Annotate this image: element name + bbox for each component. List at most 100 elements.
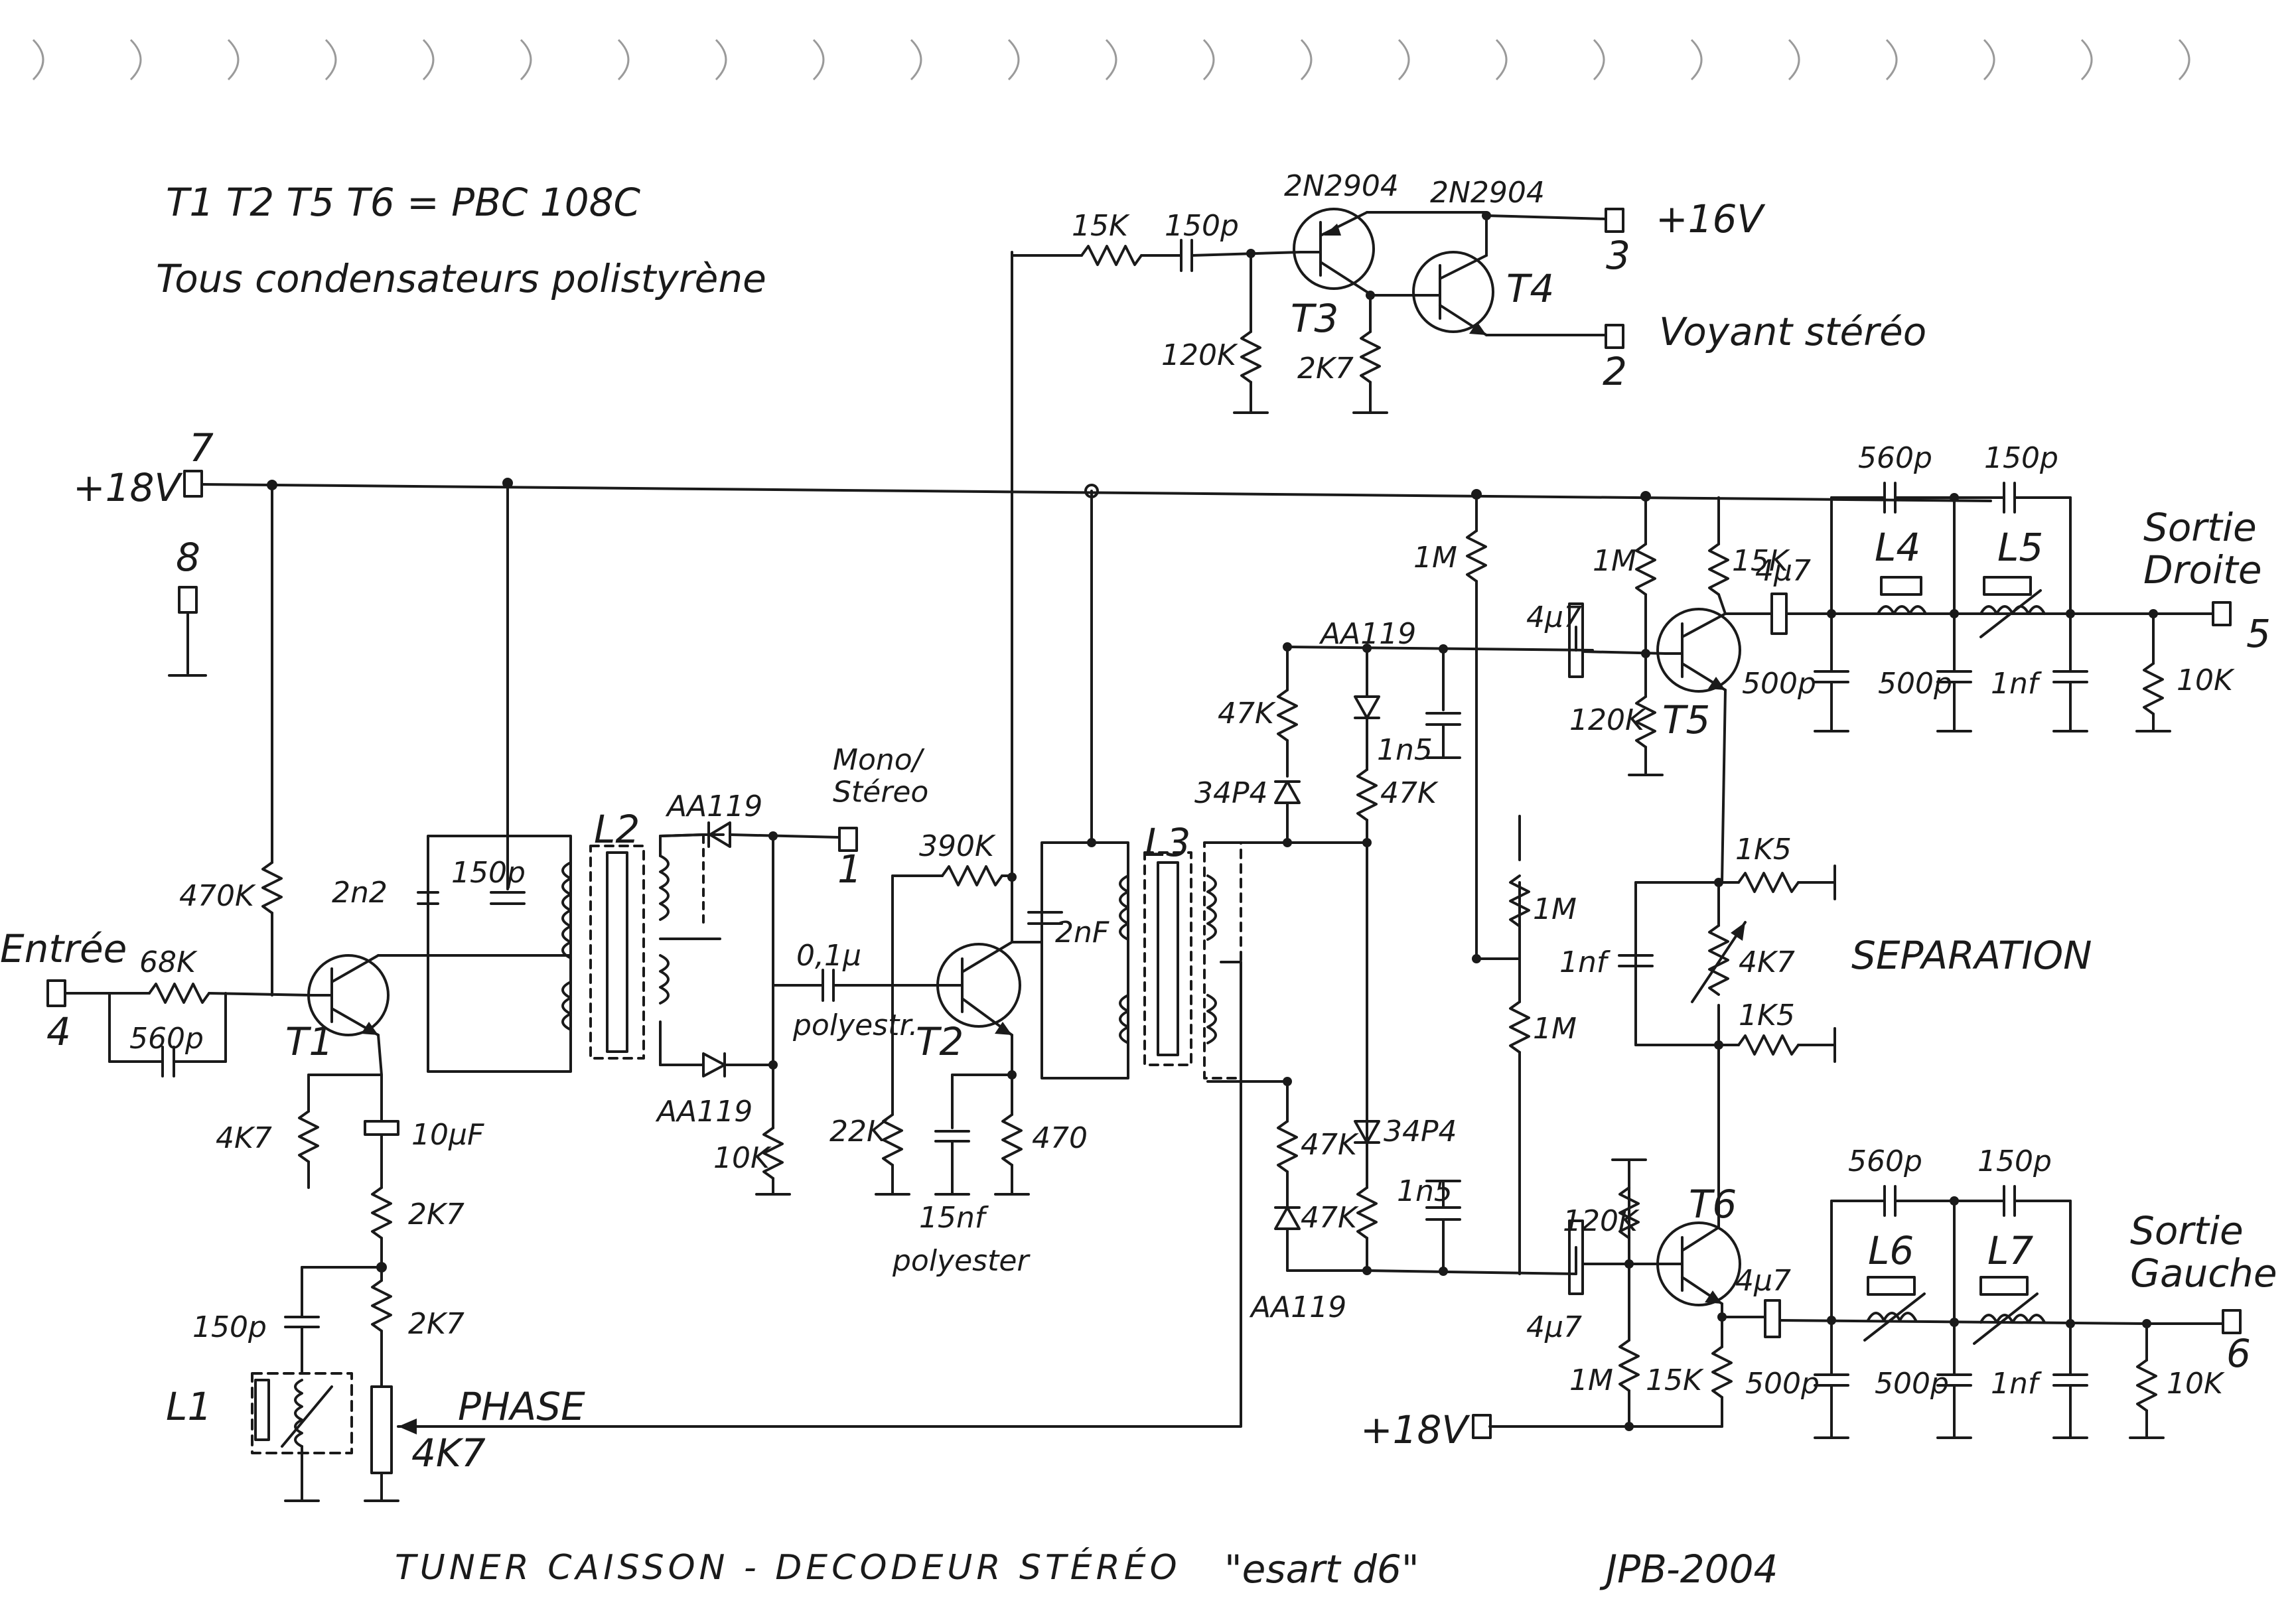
r1m-t5-label: 1M (1593, 544, 1636, 578)
binder-hole (520, 38, 532, 81)
separation-label: SEPARATION (1851, 933, 2092, 978)
c1nf-sep-label: 1nf (1559, 945, 1611, 979)
mono-stereo-label: Mono/Stéreo (833, 743, 928, 809)
r10k-t6-label: 10K (2167, 1367, 2225, 1401)
c2n2-label: 2n2 (332, 876, 388, 910)
c1nf-t5-label: 1nf (1991, 667, 2043, 701)
r15k-t3-label: 15K (1072, 209, 1130, 243)
binder-hole (324, 38, 337, 81)
binder-hole (129, 38, 142, 81)
r4k7-emitter-label: 4K7 (216, 1121, 272, 1155)
stereo-indicator-stage: 15K 150p 120K 2N2904 T3 2K7 2N2904 T4 (1011, 169, 1926, 414)
binder-hole (1885, 38, 1898, 81)
c10uf-label: 10µF (411, 1118, 484, 1152)
binder-hole (227, 38, 240, 81)
terminal-6-number: 6 (2226, 1331, 2251, 1376)
c4u7-t6-out-label: 4µ7 (1735, 1264, 1791, 1298)
r1m-c-label: 1M (1533, 1012, 1577, 1046)
r1k5-b-label: 1K5 (1739, 999, 1795, 1032)
pot4k7-sep-label: 4K7 (1739, 945, 1795, 979)
r1k5-a-label: 1K5 (1735, 833, 1792, 867)
terminal-4 (46, 979, 66, 1007)
c150p-t5-label: 150p (1984, 441, 2058, 475)
t5-label: T5 (1662, 697, 1710, 742)
t3-type-label: 2N2904 (1284, 169, 1399, 203)
c01u-label: 0,1µ (796, 939, 861, 973)
binder-holes (32, 38, 2190, 81)
r390k-label: 390K (919, 829, 996, 863)
binder-hole (2178, 38, 2190, 81)
terminal-5-number: 5 (2246, 611, 2271, 656)
terminal-7 (183, 470, 203, 498)
supply-bottom-label: +18V (1360, 1407, 1471, 1452)
t2-label: T2 (916, 1019, 964, 1064)
t6-label: T6 (1689, 1182, 1737, 1227)
binder-hole (1202, 38, 1215, 81)
c150p-l1-label: 150p (192, 1310, 267, 1344)
terminal-7-number: 7 (189, 425, 214, 470)
c500p-t5-label: 500p (1742, 667, 1816, 701)
c150p-t3-label: 150p (1165, 209, 1239, 243)
title-text: TUNER CAISSON - DECODEUR STÉRÉO (395, 1547, 1181, 1588)
transistor-note: T1 T2 T5 T6 = PBC 108C (166, 180, 641, 225)
input-label: Entrée (0, 926, 127, 971)
terminal-8 (178, 586, 198, 614)
c1n5-b-label: 1n5 (1397, 1174, 1453, 1208)
terminal-7-label: +18V (73, 465, 183, 510)
binder-hole (422, 38, 435, 81)
binder-hole (617, 38, 630, 81)
transistor-t5 (1656, 608, 1741, 693)
binder-hole (1983, 38, 1995, 81)
r470-label: 470 (1032, 1121, 1088, 1155)
terminal-8-group: 8 (168, 535, 207, 677)
binder-hole (1007, 38, 1020, 81)
c560p-in-label: 560p (129, 1022, 204, 1056)
title-model: "esart d6" (1224, 1547, 1419, 1592)
r22k-label: 22K (829, 1115, 888, 1148)
terminal-2 (1605, 324, 1624, 349)
title-author: JPB-2004 (1599, 1547, 1778, 1592)
c150p-l2-label: 150p (451, 856, 526, 890)
r68k-label: 68K (139, 945, 198, 979)
c560p-t5-label: 560p (1858, 441, 1932, 475)
decoder-matrix: AA119 47K 34P4 47K 1n5 1M (1194, 493, 1594, 1324)
supply-rail: +18V 7 (73, 425, 1992, 510)
diode-34p4-b-label: 34P4 (1384, 1115, 1457, 1148)
c1nf-t6-label: 1nf (1991, 1367, 2043, 1401)
binder-hole (1398, 38, 1410, 81)
r1m-a-label: 1M (1413, 541, 1457, 575)
terminal-5 (2212, 601, 2232, 626)
c4u7-t6-in-label: 4µ7 (1526, 1310, 1582, 1344)
diode-aa119-bot-label: AA119 (655, 1095, 753, 1129)
binder-hole (715, 38, 727, 81)
terminal-6 (2222, 1309, 2242, 1334)
c15nf-label: 15nf (919, 1201, 989, 1235)
t2-stage: 390K 22K T2 15nf polyester 470 (829, 251, 1289, 1302)
polyester-label: polyester (892, 1244, 1031, 1278)
r120k-t3-label: 120K (1161, 338, 1238, 372)
terminal-4-number: 4 (46, 1009, 71, 1054)
c2nf-label: 2nF (1055, 916, 1110, 949)
transistor-t6 (1656, 1221, 1741, 1306)
r15k-t5-label: 15K (1732, 544, 1790, 578)
r47k-b-label: 47K (1380, 776, 1439, 810)
r470k-label: 470K (179, 879, 256, 913)
r1m-t6-label: 1M (1569, 1363, 1613, 1397)
c500p-t6b-label: 500p (1875, 1367, 1949, 1401)
terminal-3 (1605, 208, 1624, 233)
r47k-a-label: 47K (1218, 697, 1276, 730)
binder-hole (812, 38, 825, 81)
polyestr-label: polyestr. (792, 1008, 918, 1042)
input-stage: Entrée 4 68K 560p 470K T1 4K7 (0, 484, 1242, 1502)
r10k-det-label: 10K (713, 1141, 772, 1175)
r1m-b-label: 1M (1533, 892, 1577, 926)
transistor-t3 (1293, 208, 1375, 290)
left-channel: 4µ7 120K 1M T6 15K +18V 4µ7 (1360, 1145, 2277, 1452)
r2k7-b-label: 2K7 (408, 1307, 465, 1341)
terminal-1 (838, 827, 858, 852)
c4u7-t5-in-label: 4µ7 (1526, 600, 1582, 634)
r120k-t6-label: 120K (1563, 1204, 1640, 1238)
